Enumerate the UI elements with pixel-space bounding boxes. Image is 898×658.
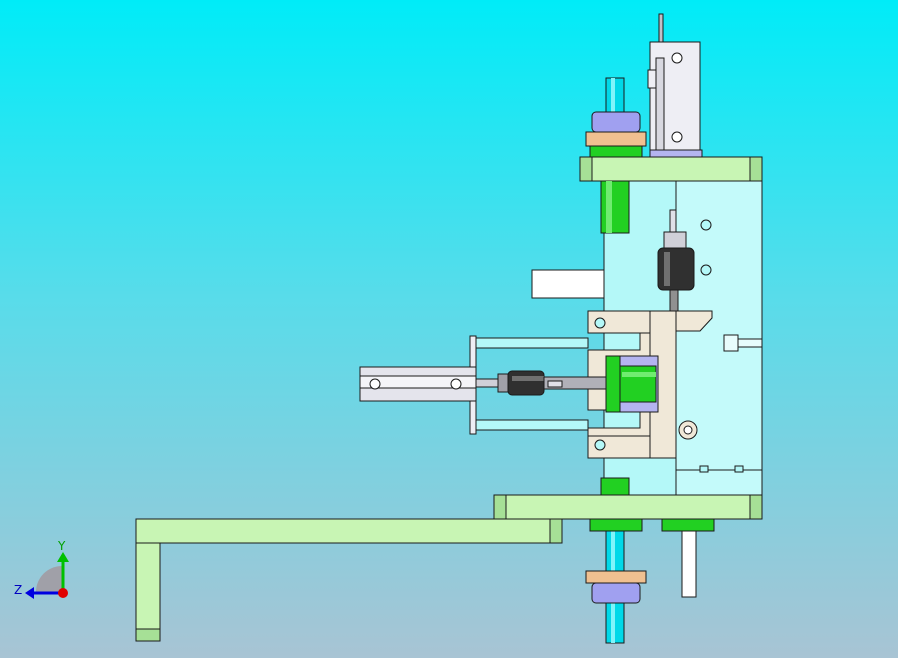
- slide-block-flange: [605, 355, 621, 413]
- lower-spacer: [600, 477, 630, 497]
- upper-spacer: [600, 180, 630, 234]
- arm-vertical: [135, 542, 161, 642]
- arm-horizontal: [135, 518, 563, 544]
- top-plate-edge: [749, 156, 763, 182]
- bolt-hole: [450, 378, 462, 390]
- y-axis-label: Y: [57, 539, 66, 553]
- slide-block-green: [619, 365, 657, 403]
- bolt-hole: [594, 317, 606, 329]
- small-tab: [734, 465, 744, 473]
- collar-small: [547, 380, 563, 388]
- support-pin: [681, 530, 697, 598]
- bolt-hole: [671, 52, 683, 64]
- spring-body-horizontal: [507, 370, 545, 396]
- arm-vertical-edge: [135, 628, 161, 642]
- top-cylinder-rail: [655, 57, 665, 151]
- bottom-collar: [661, 518, 715, 532]
- top-washer: [585, 131, 647, 147]
- bottom-bearing: [591, 582, 641, 604]
- bottom-collar: [589, 518, 643, 532]
- spring-shine-horizontal: [512, 376, 544, 381]
- hex-nut: [663, 231, 687, 249]
- lower-block: [675, 469, 763, 496]
- guide-bar: [473, 337, 589, 349]
- upper-spacer-shine: [606, 181, 612, 233]
- bolt-hole: [700, 264, 712, 276]
- arm-horizontal-edge: [549, 518, 563, 544]
- pivot-pin-center: [683, 425, 693, 435]
- bolt-hole: [369, 378, 381, 390]
- top-bearing: [591, 111, 641, 133]
- bolt-hole: [671, 131, 683, 143]
- slide-block-shine: [622, 372, 656, 377]
- bottom-plate-edge: [749, 494, 763, 520]
- coordinate-triad[interactable]: Y Z: [14, 539, 69, 599]
- top-collar: [589, 145, 643, 159]
- triad-arc: [36, 566, 62, 592]
- bolt-hole: [594, 439, 606, 451]
- screw-tip: [669, 289, 679, 313]
- side-block: [675, 180, 763, 496]
- small-tab: [699, 465, 709, 473]
- bottom-plate-edge: [493, 494, 507, 520]
- slot-pin: [723, 334, 739, 352]
- x-axis-dot: [58, 588, 68, 598]
- y-axis-arrow: [57, 552, 69, 562]
- top-plate-edge: [579, 156, 593, 182]
- white-bar: [531, 269, 605, 299]
- bolt-hole: [700, 219, 712, 231]
- top-plate: [579, 156, 763, 182]
- top-cylinder-rod: [658, 13, 664, 45]
- guide-bar: [473, 419, 589, 431]
- bottom-plate: [493, 494, 763, 520]
- bottom-washer: [585, 570, 647, 584]
- spring-shine: [664, 252, 670, 286]
- z-axis-arrow: [25, 587, 34, 599]
- spring-body: [657, 247, 695, 291]
- z-axis-label: Z: [14, 583, 22, 597]
